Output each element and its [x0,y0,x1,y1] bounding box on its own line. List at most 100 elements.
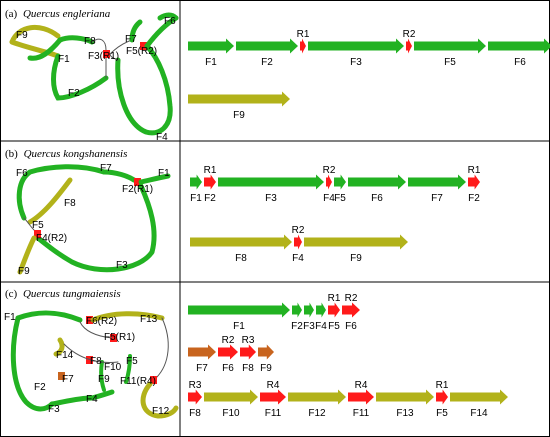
panel-c-letter: (c) [5,288,18,300]
path-0-0-label-5: F5 [444,57,456,68]
path-2-1-repeat-2: R3 [242,335,255,346]
path-2-1-arrow-2 [240,344,256,360]
path-2-2-label-7: F14 [470,408,488,419]
path-2-2-arrow-6 [436,389,448,405]
path-2-0-label-4: F5 [328,321,340,332]
path-2-1-repeat-1: R2 [222,335,235,346]
graph-c-label-f2: F2 [34,382,46,393]
path-1-0-label-4: F5 [334,193,346,204]
graph-b-segment-f1 [138,173,171,185]
graph-c-repeat-r2 [86,316,93,324]
path-2-1-arrow-1 [218,344,238,360]
graph-c-link-2 [79,321,113,339]
graph-c-label-f10: F10 [104,362,122,373]
graph-a-segment-f9b [9,39,61,59]
path-0-0-segment-0: F1 [188,38,234,68]
panel-c-graph-labels: F1 F6(R2) F13 F5(R1) F14 F8 F10 F5 F2 F7… [4,312,170,417]
path-1-0-repeat-1: R1 [204,165,217,176]
graph-c-label-f14: F14 [56,350,74,361]
path-0-0-segment-5: F5 [414,38,486,68]
path-2-0-segment-4: F5 R1 [328,293,341,332]
graph-a-label-f1: F1 [58,54,70,65]
path-1-1-repeat-1: R2 [292,225,305,236]
graph-a-label-f6: F6 [164,16,176,27]
path-2-2-arrow-7 [450,389,508,405]
path-0-0-label-3: F3 [350,57,362,68]
graph-a-segment-f9 [9,25,61,45]
path-2-2-label-6: F5 [436,408,448,419]
graph-b-label-f1: F1 [158,168,170,179]
path-1-0-label-1: F2 [204,193,216,204]
graph-c-segment-f7 [58,372,65,380]
graph-a-link-1 [91,38,107,51]
path-2-1-segment-3: F9 [258,344,274,374]
graph-b-segment-f7 [101,169,137,183]
path-0-0-arrow-0 [188,38,234,54]
graph-a-label-f8: F8 [84,36,96,47]
panel-b-graph [16,164,171,275]
graph-c-label-f9: F9 [98,374,110,385]
path-2-0-label-1: F2 [291,321,303,332]
path-2-2-repeat-6: R1 [436,380,449,391]
path-0-0-arrow-2 [300,38,306,54]
graph-b-label-f9: F9 [18,266,30,277]
graph-b-label-f5: F5 [32,220,44,231]
panel-c-graph [10,310,179,419]
graph-a-repeat-r2 [140,42,147,50]
path-2-1-label-1: F6 [222,363,234,374]
graph-b-label-f2r1: F2(R1) [122,184,153,195]
path-1-0-segment-4: F5 [334,174,346,204]
path-2-0-arrow-2 [304,302,314,318]
path-1-1-arrow-2 [304,234,408,250]
graph-c-link-1 [155,317,169,379]
path-1-1-label-2: F9 [350,253,362,264]
path-2-2-segment-3: F12 [288,389,346,419]
path-2-2-arrow-3 [288,389,346,405]
path-2-0-label-3: F4 [315,321,327,332]
graph-b-segment-f6 [16,164,107,221]
graph-a-label-f3r1: F3(R1) [88,51,119,62]
path-2-2-label-0: F8 [189,408,201,419]
path-1-0-label-0: F1 [190,193,202,204]
path-1-1-segment-0: F8 [190,234,292,264]
graph-a-segment-f4 [115,43,173,136]
path-2-0-arrow-0 [188,302,290,318]
path-2-0-repeat-4: R1 [328,293,341,304]
panel-a-letter: (a) [5,8,18,20]
graph-c-label-f6r2: F6(R2) [86,316,117,327]
graph-c-label-f7: F7 [62,374,74,385]
graph-b-segment-f9 [17,235,37,275]
linear-paths: F1F2R1F3R2F5F6R2F5F7R1F3F8F9F1F2R1F3F4R2… [188,29,550,419]
path-2-0-label-2: F3 [303,321,315,332]
graph-a-segment-f7 [129,19,143,43]
path-1-0-label-6: F7 [431,193,443,204]
path-2-2-segment-6: F5 R1 [436,380,449,419]
path-1-0-segment-5: F6 [348,174,406,204]
graph-c-label-f12: F12 [152,406,170,417]
path-2-2-repeat-0: R3 [189,380,202,391]
path-1-1-label-1: F4 [292,253,304,264]
panel-a-title: (a) Quercus engleriana [5,8,111,20]
panel-c-species: Quercus tungmaiensis [23,288,121,300]
graph-b-label-f3: F3 [116,260,128,271]
graph-b-segment-f3 [35,183,157,273]
path-2-1-segment-1: F6 R2 [218,335,238,374]
path-1-1-segment-1: F4 R2 [292,225,305,264]
path-2-2-segment-5: F13 [376,389,434,419]
graph-c-label-f5: F5 [126,356,138,367]
graph-a-segment-f8 [57,35,95,45]
path-1-0-arrow-6 [408,174,466,190]
path-0-0-arrow-5 [414,38,486,54]
path-0-0-arrow-4 [406,38,412,54]
path-2-2-arrow-1 [204,389,258,405]
graph-b-repeat-r2 [34,230,41,238]
graph-c-segment-f9 [99,360,106,392]
graph-a-label-f7: F7 [125,34,137,45]
graph-b-label-f8: F8 [64,198,76,209]
graph-b-link-1 [23,217,35,231]
path-1-0-label-3: F4 [323,193,335,204]
